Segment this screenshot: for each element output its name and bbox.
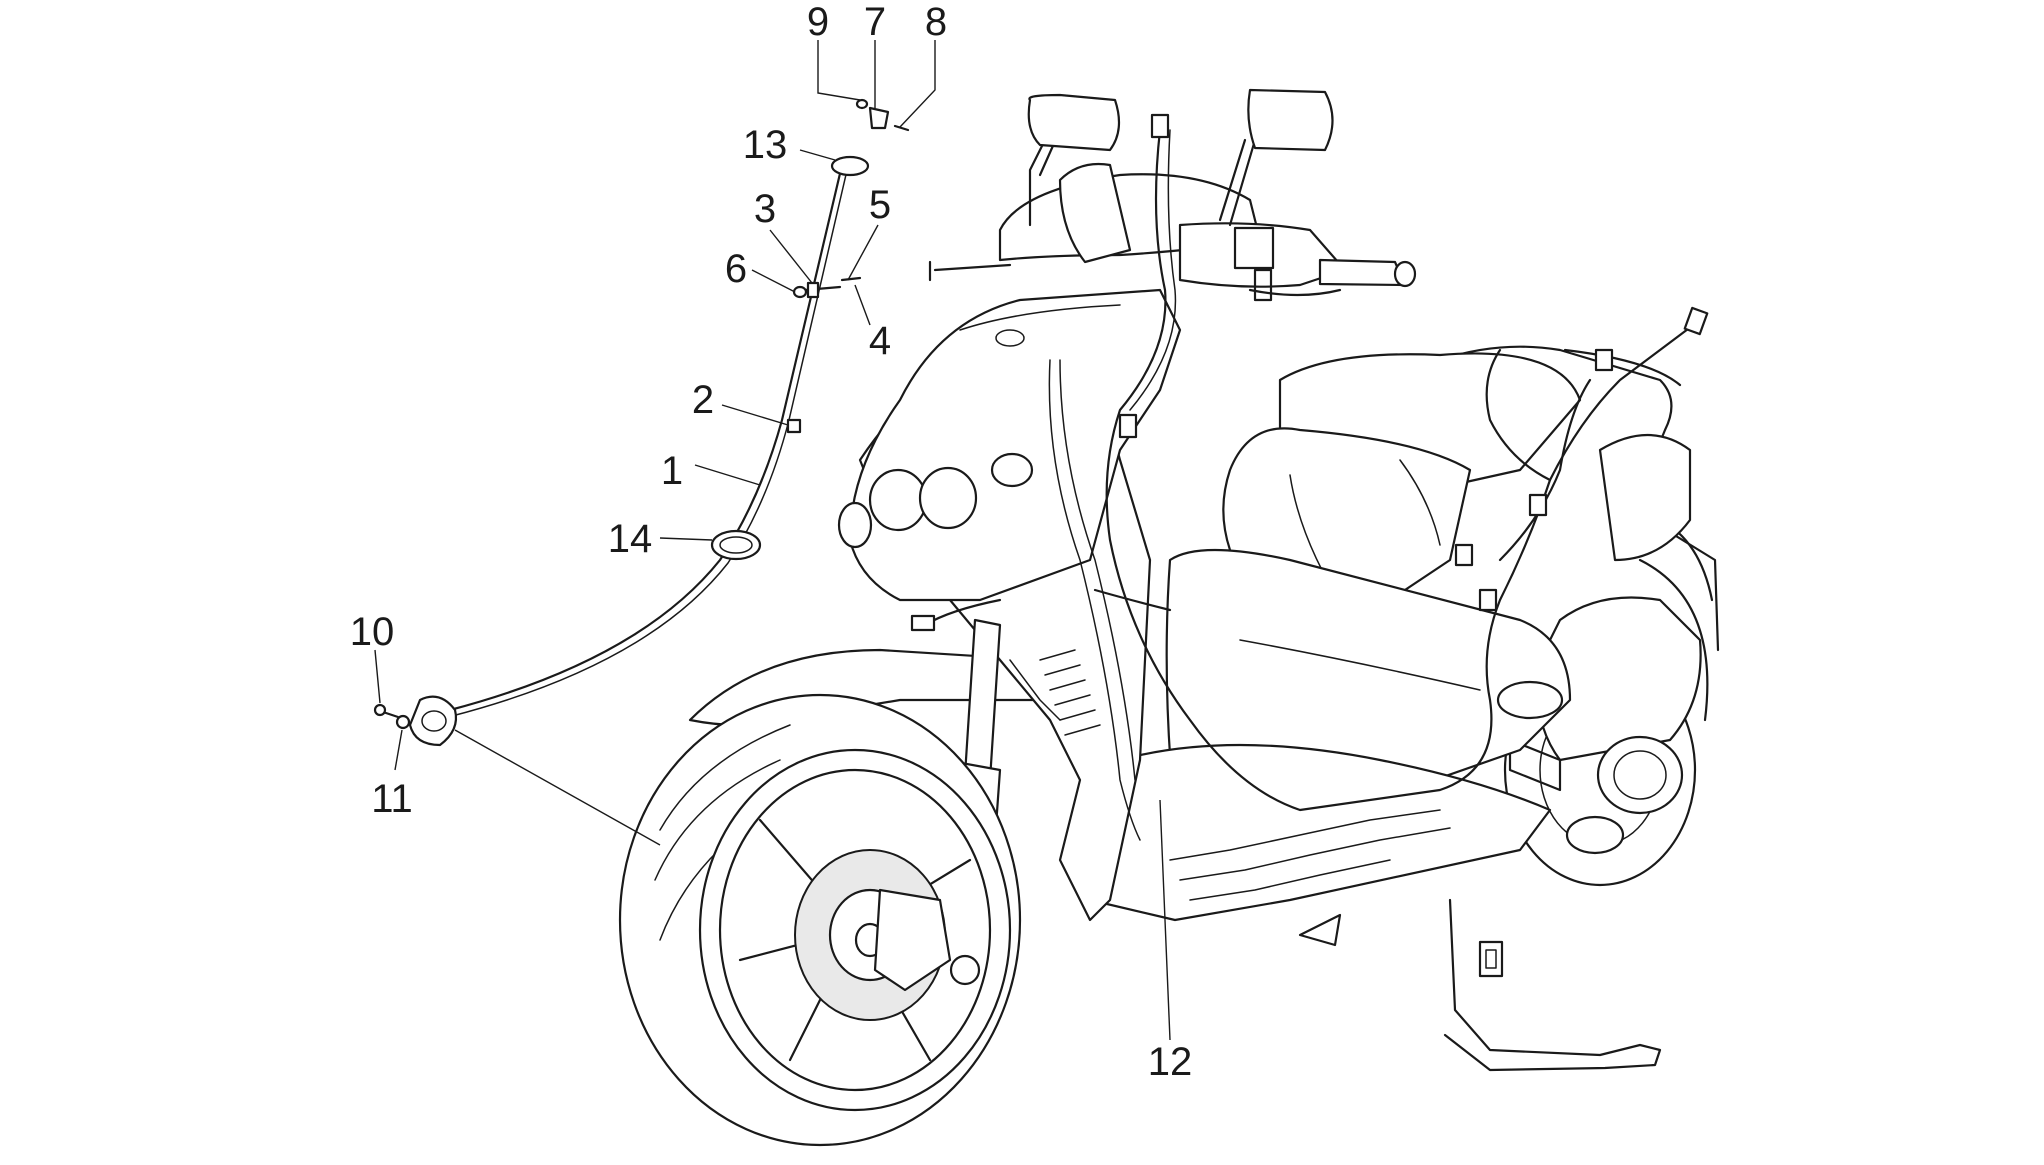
callout-2: 2	[692, 378, 714, 422]
handlebars	[928, 162, 1417, 302]
rear-rack	[1425, 345, 1692, 562]
callout-12: 12	[1148, 1040, 1193, 1084]
callout-5: 5	[869, 183, 891, 227]
callout-13: 13	[743, 123, 788, 167]
wiring-harness	[910, 113, 1709, 841]
callout-11: 11	[371, 777, 413, 821]
clip-ring	[830, 155, 870, 177]
engine-block	[1508, 596, 1702, 855]
floorboard	[1088, 743, 1552, 922]
front-cowl	[837, 288, 1182, 602]
callout-10: 10	[350, 610, 395, 654]
callout-7: 7	[864, 0, 886, 44]
speedometer-cable-assembly	[373, 98, 910, 747]
callout-9: 9	[807, 0, 829, 44]
callout-3: 3	[754, 187, 776, 231]
callout-8: 8	[925, 0, 947, 44]
mirrors	[1027, 88, 1334, 227]
cable-head	[868, 106, 890, 130]
callout-14: 14	[608, 517, 653, 561]
centre-stand	[1298, 898, 1662, 1072]
leader-lines	[374, 40, 1171, 1041]
callout-4: 4	[869, 319, 891, 363]
speedometer-drive-unit	[408, 695, 458, 747]
callout-6: 6	[725, 247, 747, 291]
callout-labels: 9 7 8 13 3 5 6 4 2 1 14 10 11 12	[350, 0, 1193, 1084]
scooter-illustration	[618, 88, 1720, 1147]
front-wheel	[618, 693, 1022, 1147]
clamp-ring	[710, 529, 762, 561]
callout-1: 1	[661, 449, 683, 493]
